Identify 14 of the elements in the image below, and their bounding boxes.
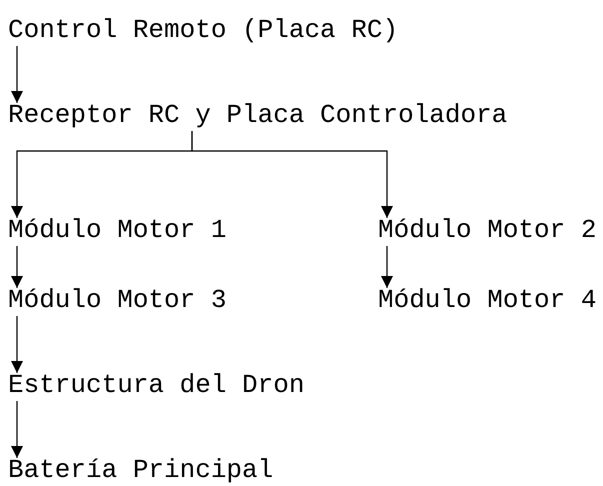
arrow <box>11 46 23 103</box>
arrow <box>381 246 393 288</box>
node-label: Módulo Motor 2 <box>378 216 596 244</box>
node-label: Batería Principal <box>8 456 274 484</box>
node-label: Módulo Motor 4 <box>378 286 596 314</box>
arrow <box>11 401 23 458</box>
node-label: Estructura del Dron <box>8 371 304 399</box>
arrow <box>11 246 23 288</box>
arrow <box>11 316 23 373</box>
arrow <box>191 131 393 218</box>
node-label: Control Remoto (Placa RC) <box>8 16 398 44</box>
node-label: Módulo Motor 1 <box>8 216 226 244</box>
node-label: Receptor RC y Placa Controladora <box>8 101 508 129</box>
node-label: Módulo Motor 3 <box>8 286 226 314</box>
